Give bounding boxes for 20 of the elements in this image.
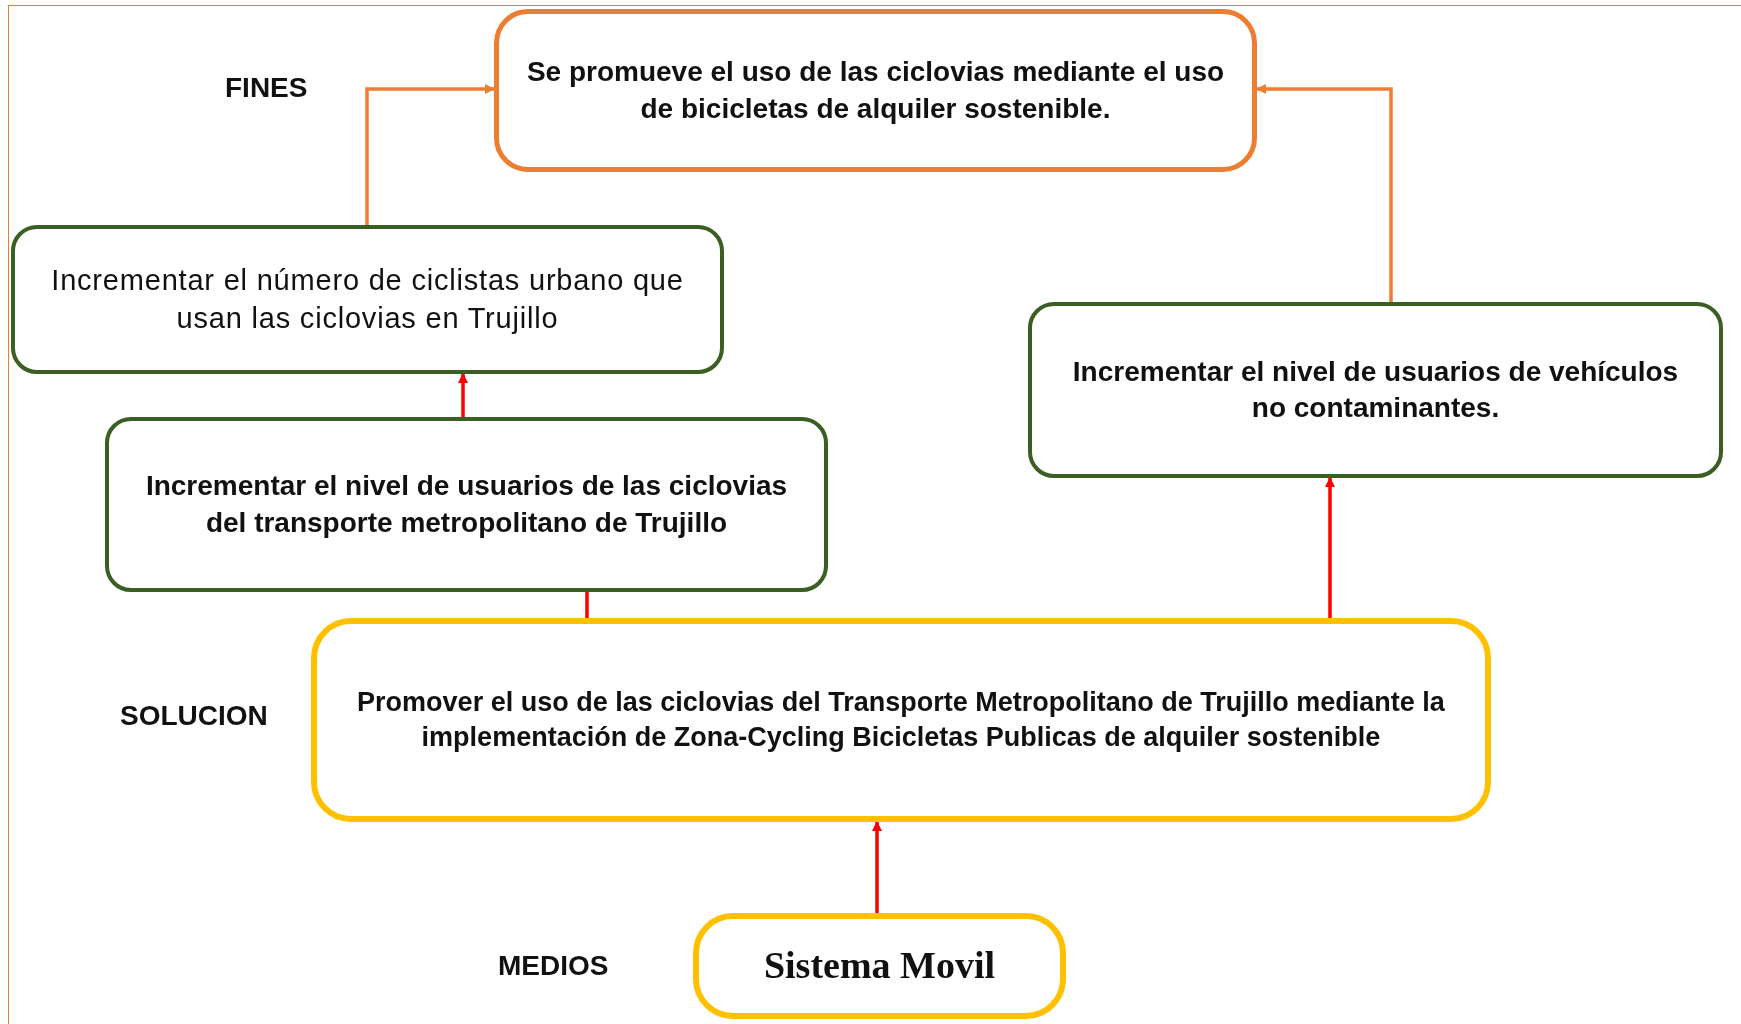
goal-box [11,225,724,374]
section-label: MEDIOS [498,950,609,982]
goal-box [1028,302,1723,478]
section-label: SOLUCION [120,700,268,732]
section-label: FINES [225,72,308,104]
arrow [872,821,882,913]
box-text: Incrementar el nivel de usuarios de las ciclovias del transporte metropolitano de Trujillo [144,469,789,540]
box-text: Sistema Movil [763,943,996,989]
box-text: Incrementar el número de ciclistas urbano que usan las ciclovias en Trujillo [50,262,685,336]
box-text: Promover el uso de las ciclovias del Transporte Metropolitano de Trujillo mediante la implementación de Zona-Cycling Bicicletas Publicas de alquiler sostenible [356,685,1446,754]
arrow [458,373,468,417]
goal-box [311,618,1491,822]
box-text: Incrementar el nivel de usuarios de vehículos no contaminantes. [1071,354,1680,425]
arrow [365,84,495,225]
box-text: Se promueve el uso de las ciclovias mediante el uso de bicicletas de alquiler sostenible. [525,55,1226,126]
arrow [1325,477,1335,618]
goal-box [693,913,1066,1019]
goal-box [105,417,828,592]
arrow [1256,84,1393,302]
goal-box [494,9,1257,172]
